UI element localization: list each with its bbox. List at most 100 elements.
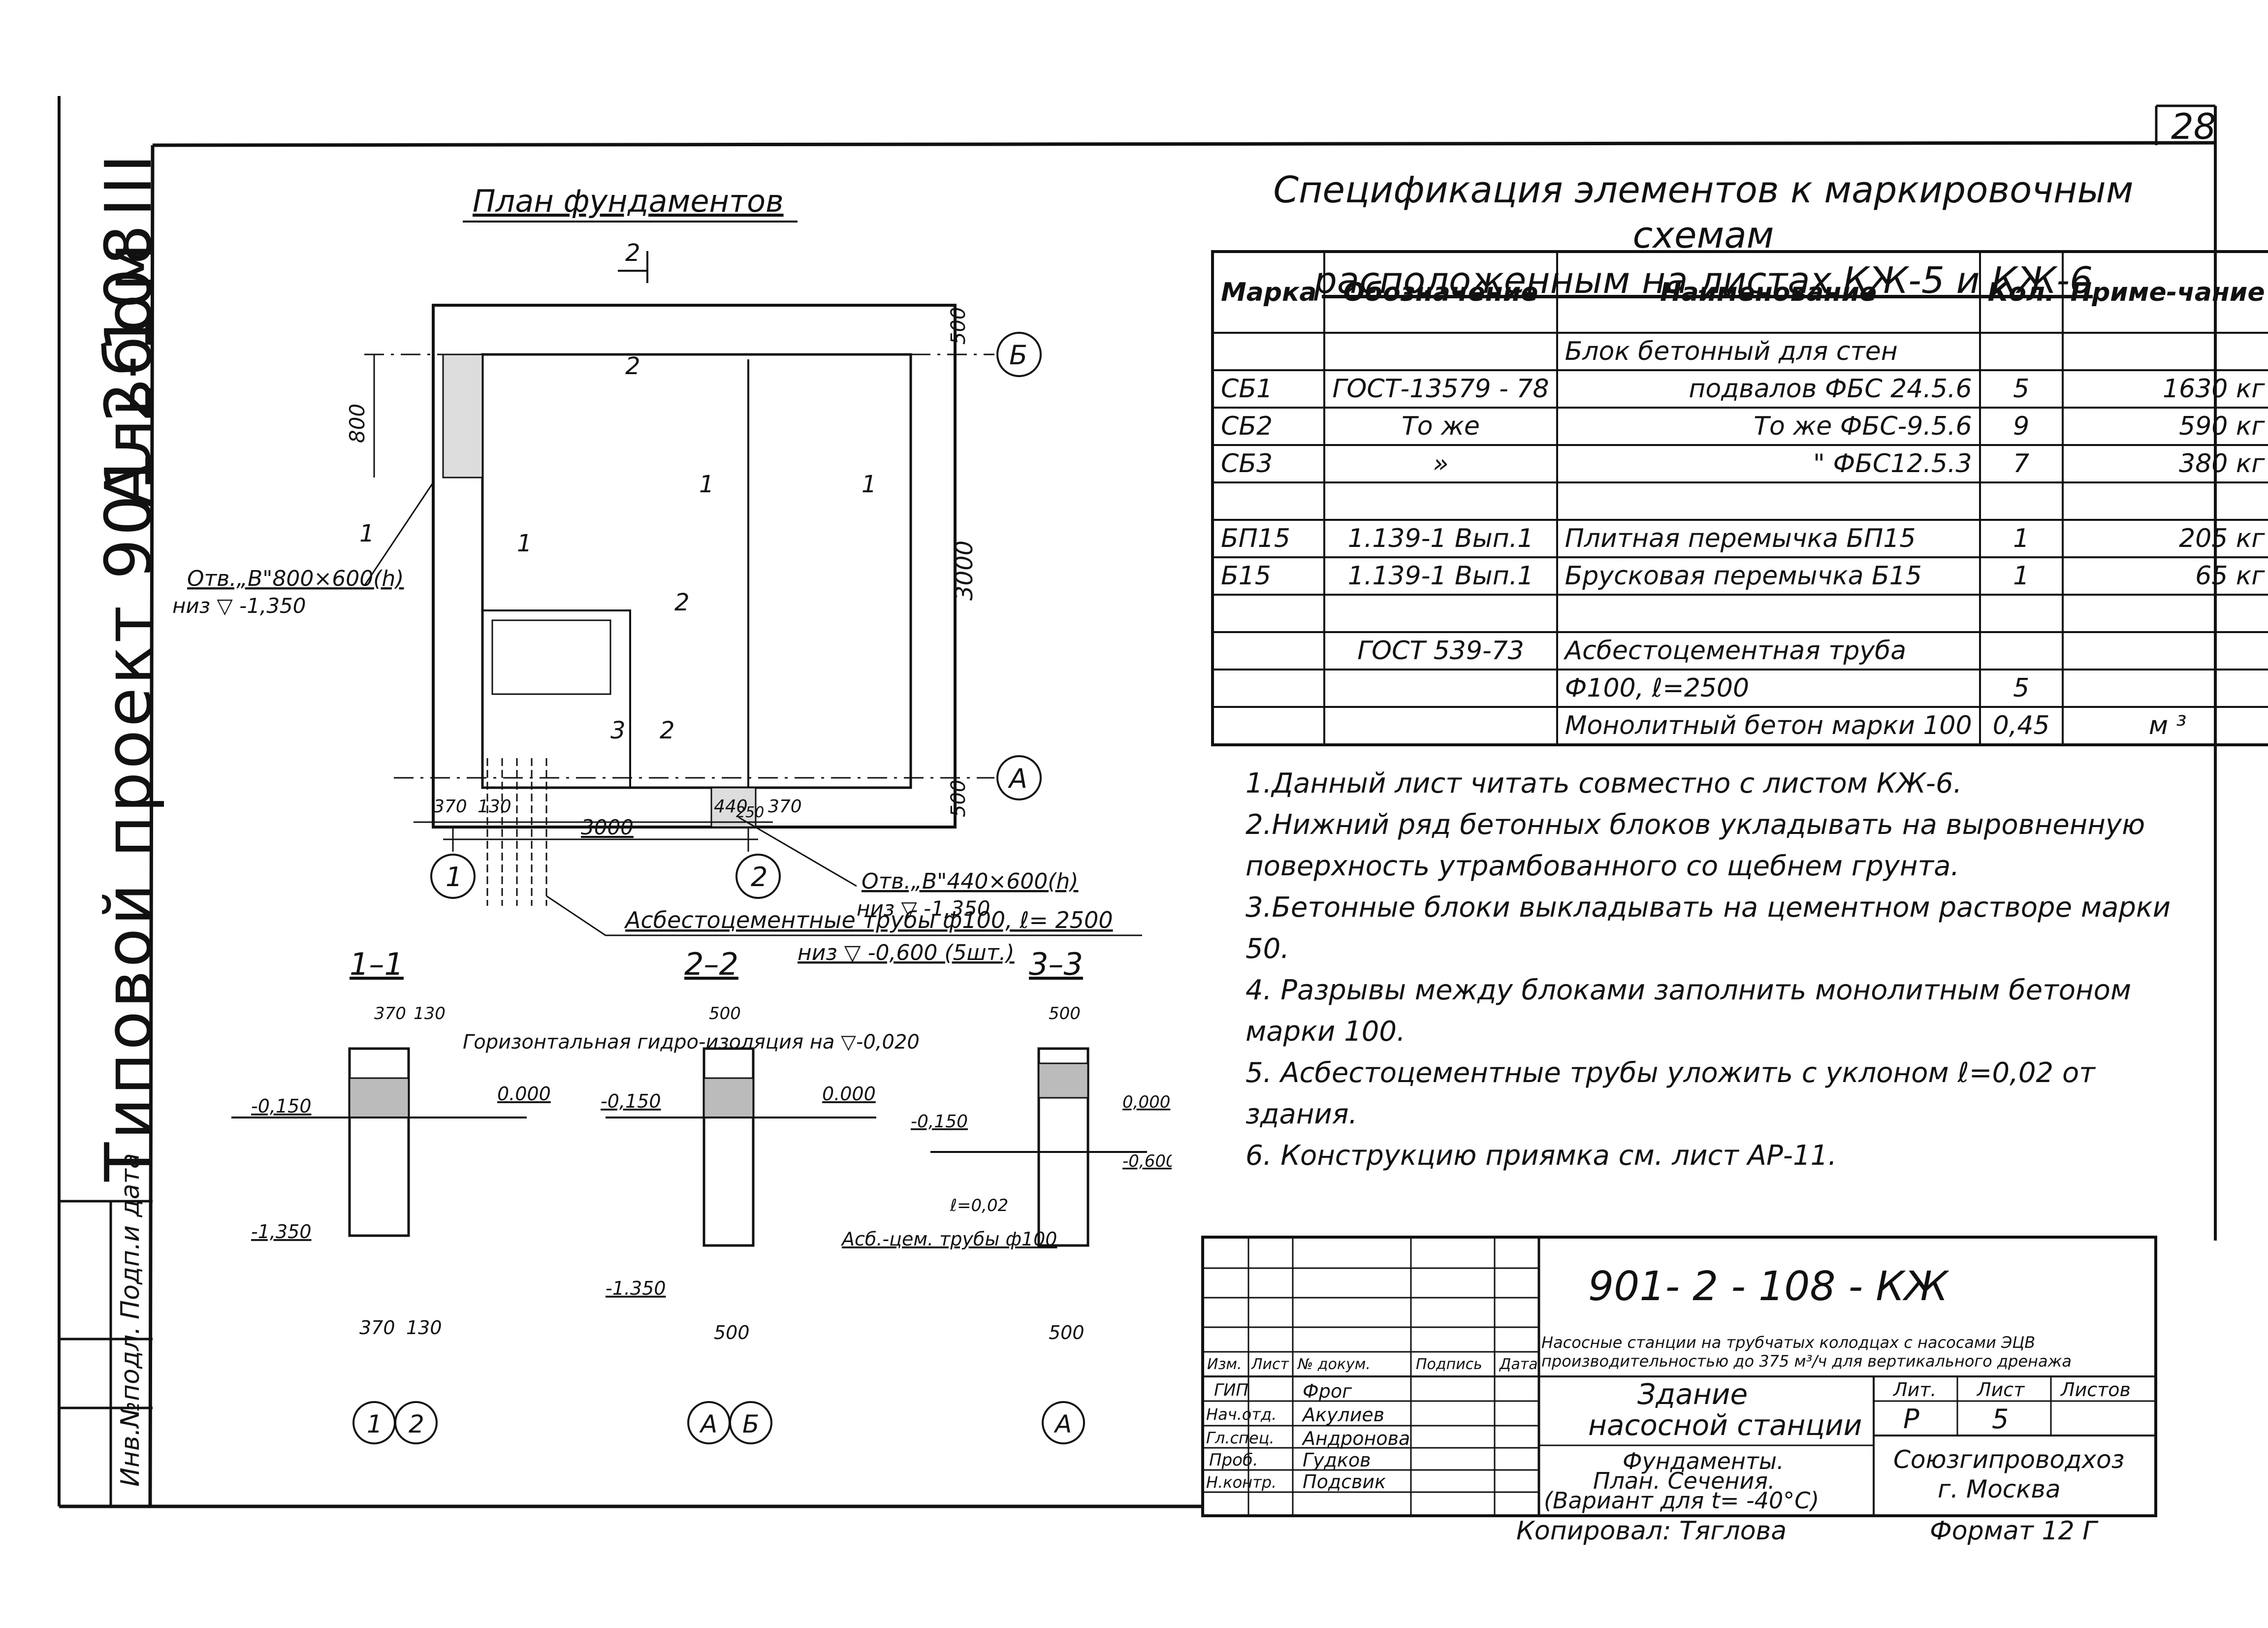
axis-1-label: 1	[446, 862, 462, 893]
spec-cell	[2061, 481, 2268, 521]
spec-cell: ГОСТ 539-73	[1323, 631, 1558, 670]
spec-cell	[1323, 332, 1558, 371]
spec-cell: 9	[1979, 407, 2064, 446]
section-2-dim-top: 500	[709, 1004, 741, 1023]
section-2-title: 2–2	[684, 950, 738, 982]
axis-2-marker	[735, 854, 781, 899]
spec-cell: Брусковая перемычка Б15	[1556, 556, 1981, 596]
section-1-level-left: -0,150	[251, 1095, 312, 1117]
section-1-dim-top2: 130	[414, 1004, 446, 1023]
plan-title: План фундаментов	[473, 183, 784, 219]
format-label: Формат 12 Г	[1930, 1516, 2097, 1546]
wall-outer	[432, 304, 957, 829]
change-header-signature: Подпись	[1416, 1356, 1482, 1373]
dim-130: 130	[478, 797, 511, 817]
spec-cell	[2061, 669, 2268, 708]
spec-cell	[1323, 594, 1558, 633]
spec-cell: То же ФБС-9.5.6	[1556, 407, 1981, 446]
project-label: Типовой проект 901-2-108	[91, 222, 166, 1181]
change-header-list: Лист	[1251, 1356, 1289, 1373]
pipes-level: низ ▽ -0,600 (5шт.)	[798, 940, 1015, 965]
copied-by: Копировал: Тяглова	[1516, 1516, 1787, 1546]
spec-header-note: Приме-чание	[2061, 251, 2268, 334]
spec-cell	[1211, 631, 1326, 670]
opening-left-level: низ ▽ -1,350	[172, 594, 306, 618]
section-1-dim-bottom2: 130	[406, 1317, 442, 1339]
spec-cell: 65 кг	[2061, 556, 2268, 596]
spec-cell: Асбестоцементная труба	[1556, 631, 1981, 670]
change-header-date: Дата	[1500, 1356, 1538, 1373]
sections: 1–1 370 130 Горизонтальная гидро-изоляци…	[231, 950, 1172, 1444]
spec-cell	[1979, 332, 2064, 371]
section-1-dim-bottom: 370	[359, 1317, 395, 1339]
dim-3000-horizontal: 3000	[581, 815, 634, 839]
table-row	[1211, 481, 2268, 521]
spec-cell: 590 кг	[2061, 407, 2268, 446]
cut-mark-3: 3	[610, 717, 626, 744]
dim-370-right: 370	[768, 797, 802, 817]
note-4: 4. Разрывы между блоками заполнить монол…	[1246, 974, 2132, 1048]
spec-cell: Плитная перемычка БП15	[1556, 519, 1981, 558]
spec-cell: Б15	[1211, 556, 1326, 596]
signature-date-label: Подп.и дата	[116, 1153, 145, 1319]
section-3-level-600: -0,600	[1122, 1151, 1172, 1171]
role-chief-spec: Гл.спец.	[1206, 1429, 1275, 1447]
spec-cell: подвалов ФБС 24.5.6	[1556, 369, 1981, 409]
spec-cell: Ф100, ℓ=2500	[1556, 669, 1981, 708]
section-3-pipe: Асб.-цем. трубы ф100	[840, 1228, 1057, 1250]
spec-cell	[1323, 706, 1558, 746]
project-description: Насосные станции на трубчатых колодцах с…	[1541, 1333, 2072, 1371]
spec-cell: СБ1	[1211, 369, 1326, 409]
spec-cell: Блок бетонный для стен	[1556, 332, 1981, 371]
axis-1-marker	[430, 854, 476, 899]
spec-cell: 5	[1979, 369, 2064, 409]
wall-inner	[481, 353, 912, 789]
opening-right-label: Отв.„В"440×600(h)	[862, 869, 1078, 894]
spec-cell: ГОСТ-13579 - 78	[1323, 369, 1558, 409]
spec-cell: 5	[1979, 669, 2064, 708]
role-norm-control: Н.контр.	[1206, 1473, 1277, 1492]
spec-cell: 380 кг	[2061, 444, 2268, 483]
section-2-level-left: -0,150	[601, 1090, 661, 1112]
change-header-izm: Изм.	[1207, 1356, 1242, 1373]
section-2-axis-b: Б	[742, 1410, 759, 1438]
spec-cell	[1211, 594, 1326, 633]
spec-cell: 1	[1979, 556, 2064, 596]
spec-cell: " ФБС12.5.3	[1556, 444, 1981, 483]
note-3: 3.Бетонные блоки выкладывать на цементно…	[1246, 892, 2171, 965]
inventory-number-label: Инв.№подл.	[116, 1326, 145, 1487]
section-2-dim-bottom: 500	[714, 1322, 750, 1343]
section-2-level-right: 0.000	[822, 1083, 876, 1105]
axis-2-label: 2	[751, 862, 767, 893]
section-1-level-bottom: -1,350	[251, 1221, 312, 1243]
section-2-level-bottom: -1.350	[606, 1277, 666, 1299]
col-sheet: Лист	[1977, 1379, 2025, 1401]
name-chief-spec: Андронова	[1303, 1428, 1410, 1449]
change-header-doc: № докум.	[1298, 1356, 1371, 1373]
section-3-dim-top: 500	[1049, 1004, 1081, 1023]
cut-mark-2-bottom: 2	[660, 717, 675, 744]
cut-mark-1-inner: 1	[699, 471, 714, 498]
cut-mark-1-left: 1	[359, 520, 375, 547]
spec-cell	[1211, 669, 1326, 708]
spec-cell: 1.139-1 Вып.1	[1323, 556, 1558, 596]
section-1-axis-2: 2	[409, 1410, 424, 1438]
section-3-dim-bottom: 500	[1049, 1322, 1085, 1343]
spec-cell	[1979, 594, 2064, 633]
asbestos-pipes	[486, 758, 547, 906]
note-6: 6. Конструкцию приямка см. лист АР-11.	[1246, 1140, 1837, 1172]
section-1-level-right: 0.000	[497, 1083, 551, 1105]
note-5: 5. Асбестоцементные трубы уложить с укло…	[1246, 1057, 2095, 1130]
spec-cell: СБ2	[1211, 407, 1326, 446]
spec-header-designation: Обозначение	[1323, 251, 1558, 334]
axis-b-label: Б	[1009, 340, 1027, 371]
section-1-hydro: Горизонтальная гидро-изоляция на ▽-0,020	[463, 1031, 920, 1053]
section-3-title: 3–3	[1029, 950, 1083, 982]
dim-800: 800	[345, 404, 369, 443]
drawing-code: 901- 2 - 108 - КЖ	[1588, 1263, 1948, 1310]
section-3-level-0: 0,000	[1122, 1092, 1170, 1112]
sheet-number: 28	[2171, 106, 2216, 147]
sheet-value: 5	[1992, 1404, 2009, 1435]
